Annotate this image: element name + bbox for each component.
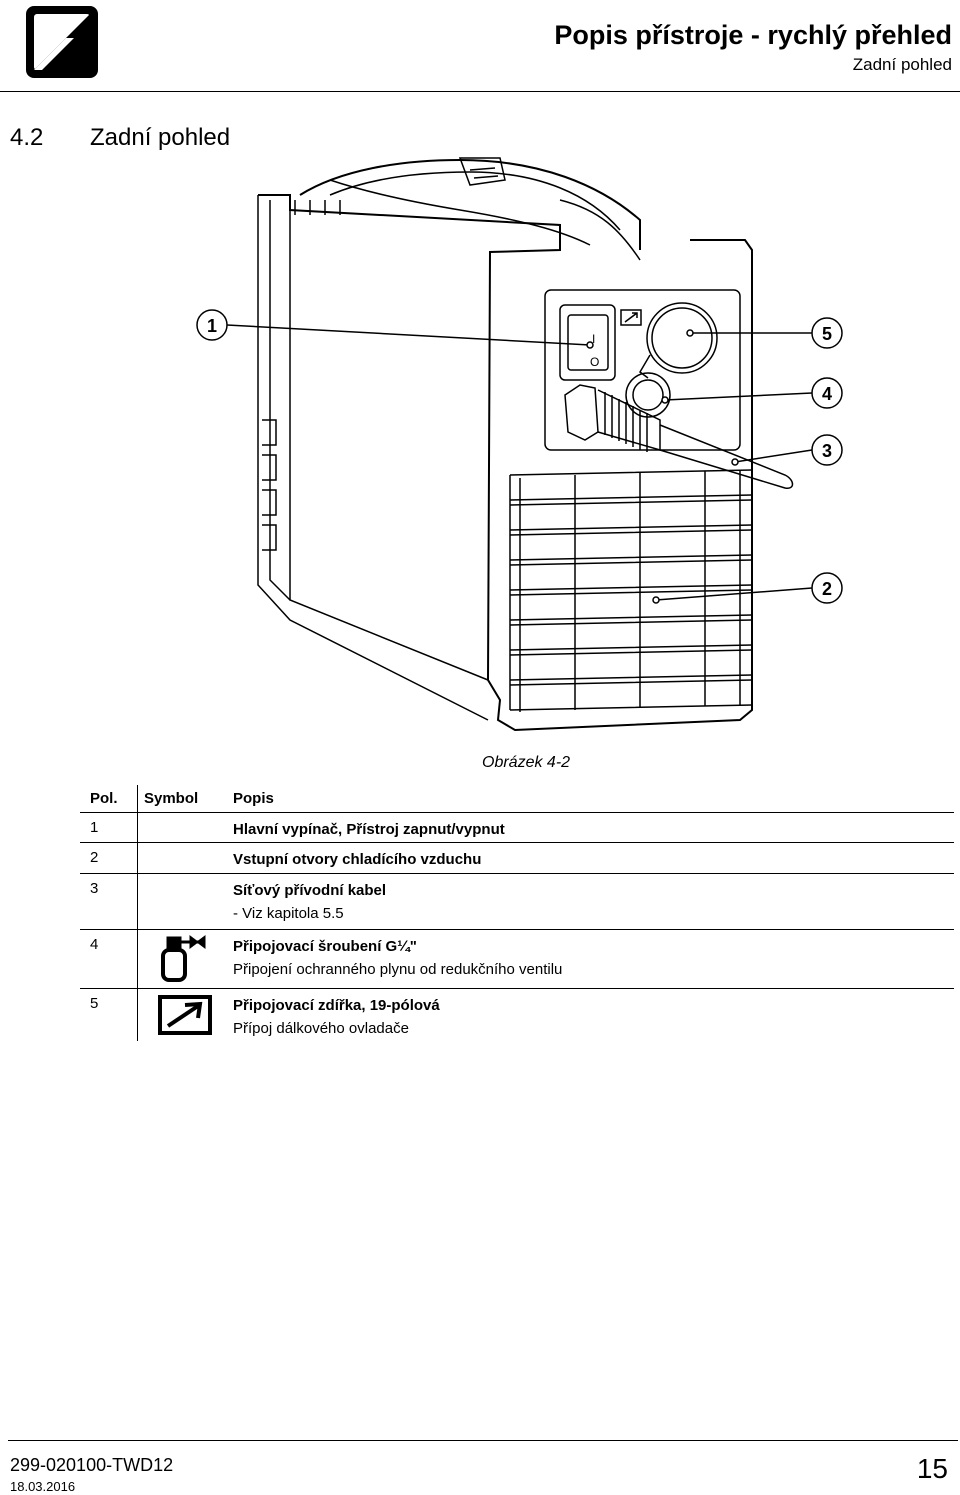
row-pos: 3 (90, 880, 99, 897)
header-pos: Pol. (90, 790, 118, 807)
row-title: Hlavní vypínač, Přístroj zapnut/vypnut (233, 821, 505, 838)
callout-1: 1 (196, 309, 228, 341)
legend-row: 1 Hlavní vypínač, Přístroj zapnut/vypnut (80, 813, 954, 843)
header-symbol: Symbol (144, 790, 199, 807)
callout-3: 3 (811, 434, 843, 466)
page-number: 15 (916, 1453, 948, 1484)
brand-logo (26, 6, 98, 78)
row-detail: Připojení ochranného plynu od redukčního… (233, 961, 563, 978)
document-date: 18.03.2016 (10, 1479, 76, 1494)
svg-text:1: 1 (207, 316, 217, 336)
header-subtitle: Zadní pohled (852, 55, 952, 74)
row-pos: 5 (90, 995, 99, 1012)
row-title: Připojovací šroubení G¼" (233, 938, 417, 955)
row-detail: Přípoj dálkového ovladače (233, 1020, 409, 1037)
svg-text:4: 4 (822, 384, 832, 404)
legend-row: 4 Připojovací šroubení G¼" Připojení och… (80, 930, 954, 989)
callout-5: 5 (811, 317, 843, 349)
row-pos: 4 (90, 936, 99, 953)
row-title: Síťový přívodní kabel (233, 882, 387, 899)
column-divider (137, 785, 138, 812)
row-title: Vstupní otvory chladícího vzduchu (233, 851, 482, 868)
column-divider (137, 843, 138, 873)
row-detail: - Viz kapitola 5.5 (233, 905, 344, 922)
section-title: Zadní pohled (90, 124, 231, 151)
svg-text:3: 3 (822, 441, 832, 461)
column-divider (137, 813, 138, 842)
legend-header-row: Pol. Symbol Popis (80, 785, 954, 813)
header-title: Popis přístroje - rychlý přehled (554, 20, 952, 50)
footer-divider (8, 1440, 958, 1441)
gas-cylinder-icon (161, 935, 206, 982)
row-pos: 1 (90, 819, 99, 836)
callout-2: 2 (811, 572, 843, 604)
row-pos: 2 (90, 849, 99, 866)
switch-off-mark: O (590, 355, 599, 369)
svg-text:2: 2 (822, 579, 832, 599)
header-description: Popis (233, 790, 274, 807)
row-title: Připojovací zdířka, 19-pólová (233, 997, 440, 1014)
switch-on-mark: I (592, 332, 595, 346)
remote-control-icon (158, 995, 212, 1035)
rear-view-figure: I O 1 5 4 3 2 (196, 157, 843, 732)
legend-table: Pol. Symbol Popis 1 Hlavní vypínač, Přís… (80, 785, 954, 1041)
legend-row: 2 Vstupní otvory chladícího vzduchu (80, 843, 954, 874)
svg-text:5: 5 (822, 324, 832, 344)
header-divider (0, 91, 960, 92)
document-number: 299-020100-TWD12 (10, 1455, 174, 1475)
callout-4: 4 (811, 377, 843, 409)
legend-row: 3 Síťový přívodní kabel - Viz kapitola 5… (80, 874, 954, 930)
legend-row: 5 Připojovací zdířka, 19-pólová Přípoj d… (80, 989, 954, 1041)
column-divider (137, 989, 138, 1041)
column-divider (137, 874, 138, 929)
section-number: 4.2 (10, 124, 44, 151)
column-divider (137, 930, 138, 988)
figure-caption: Obrázek 4-2 (482, 754, 571, 771)
callout-leaders (226, 324, 813, 604)
